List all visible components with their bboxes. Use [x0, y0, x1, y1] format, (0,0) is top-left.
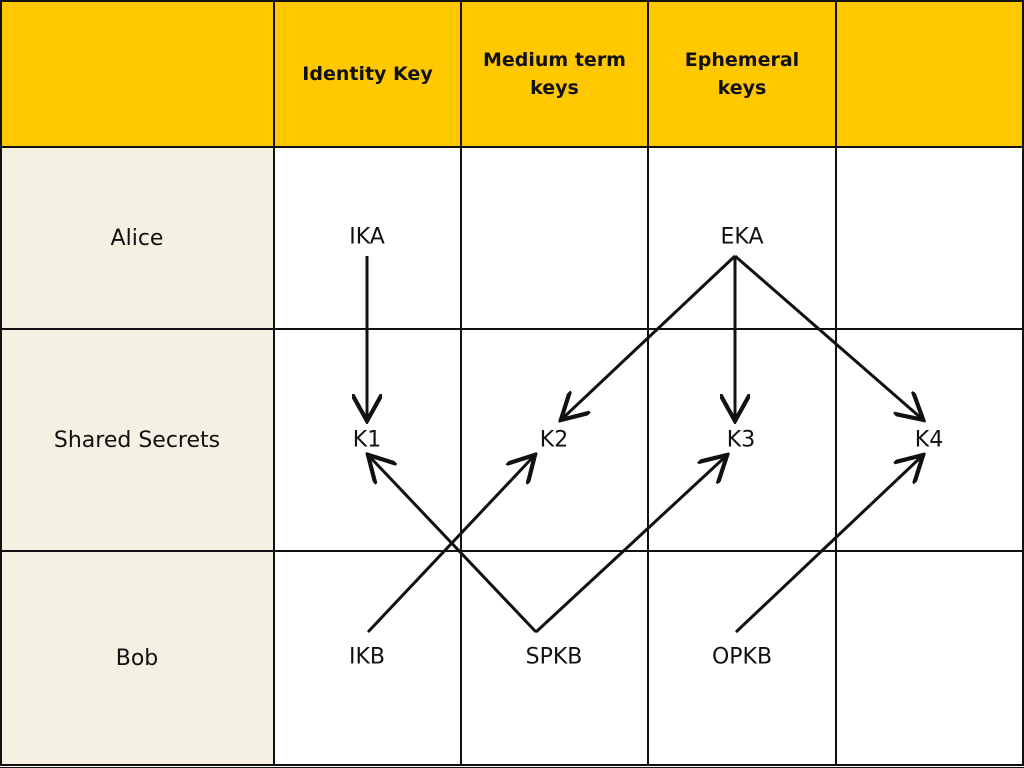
key-k1: K1 [352, 427, 382, 453]
row-label-alice: Alice [0, 147, 274, 329]
arrow-eka-to-k2 [563, 254, 737, 418]
arrow-ikb-to-k2 [366, 457, 533, 634]
key-k2: K2 [539, 427, 569, 453]
arrow-eka-to-k4 [734, 254, 921, 418]
row-label-shared-secrets: Shared Secrets [0, 329, 274, 551]
key-ika: IKA [349, 224, 385, 250]
key-k4: K4 [914, 427, 944, 453]
arrow-opkb-to-k4 [734, 457, 921, 634]
row-label-bob: Bob [0, 551, 274, 765]
key-opkb: OPKB [711, 644, 773, 670]
key-ikb: IKB [348, 644, 386, 670]
key-k3: K3 [726, 427, 756, 453]
key-eka: EKA [720, 224, 764, 250]
header-ephemeral-keys: Ephemeral keys [648, 0, 836, 147]
header-medium-term-keys: Medium term keys [461, 0, 648, 147]
arrow-spkb-to-k3 [534, 457, 725, 634]
header-cell-empty-left [0, 0, 274, 147]
arrow-spkb-to-k1 [370, 457, 538, 634]
header-cell-empty-right [836, 0, 1024, 147]
header-identity-key: Identity Key [274, 0, 461, 147]
key-spkb: SPKB [525, 644, 583, 670]
